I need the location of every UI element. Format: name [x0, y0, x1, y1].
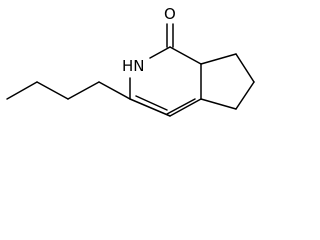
oxygen-label: O	[164, 5, 176, 23]
structure-diagram: O HN	[6, 5, 255, 117]
ring-bond-c4a-c4	[169, 98, 202, 117]
butyl-bond-1	[6, 81, 38, 100]
ring-bond-c3-c4-double	[135, 95, 168, 111]
cp-bond-c5-c4a	[200, 98, 237, 110]
cp-bond-c7-c6	[235, 53, 255, 83]
ring-bond-n-c1	[149, 46, 171, 59]
butyl-bond-4	[98, 81, 131, 100]
nitrogen-label: HN	[122, 57, 145, 75]
ring-bond-c1-c7a	[169, 46, 202, 65]
ring-bond-c4a-c4-inner	[166, 98, 196, 115]
butyl-bond-3	[67, 81, 100, 100]
ring-bond-c4-c3	[129, 98, 171, 117]
cp-bond-c7a-c7	[200, 53, 237, 65]
butyl-bond-2	[36, 81, 69, 100]
cp-bond-c6-c5	[235, 81, 255, 110]
